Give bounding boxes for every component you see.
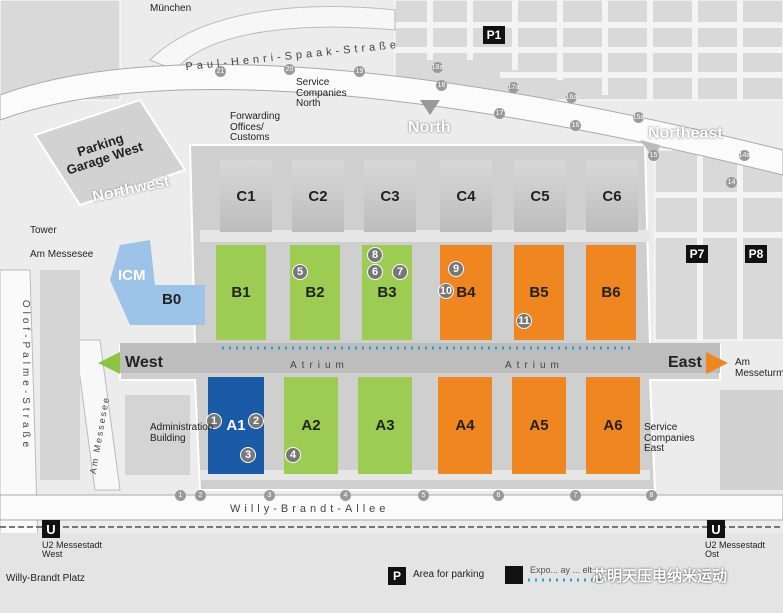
ubahn-east-icon[interactable]: U <box>707 520 725 538</box>
label-am-messesee: Am Messesee <box>30 249 94 260</box>
gate-s7: 7 <box>570 490 581 501</box>
gate-20: 20 <box>284 64 295 75</box>
hall-b0[interactable]: B0 <box>162 291 182 308</box>
hall-b1[interactable]: B1 <box>216 245 266 340</box>
watermark-text: 芯明天压电纳米运动 <box>592 568 728 585</box>
service-companies-east: Service Companies East <box>644 422 695 454</box>
icm-label[interactable]: ICM <box>118 267 146 284</box>
legend-parking-text: Area for parking <box>413 569 485 580</box>
ubahn-west-icon[interactable]: U <box>42 520 60 538</box>
hall-a6[interactable]: A6 <box>586 377 640 474</box>
hall-c4[interactable]: C4 <box>440 160 492 232</box>
gate-17: 17 <box>494 108 505 119</box>
label-willy-brandt-platz: Willy-Brandt Platz <box>6 573 85 584</box>
gate-14a: 14a <box>738 150 751 161</box>
pin-5[interactable]: 5 <box>292 264 308 280</box>
gate-17a: 17a <box>507 82 520 93</box>
gate-14: 14 <box>726 177 737 188</box>
hall-a3[interactable]: A3 <box>358 377 412 474</box>
road-olof-palme: Olof-Palme-Straße <box>20 299 32 452</box>
parking-p7[interactable]: P7 <box>686 245 708 263</box>
administration-building: Administration Building <box>150 422 214 444</box>
pin-10[interactable]: 10 <box>438 283 454 299</box>
legend-expo-text: Expo... ay ... elt <box>530 565 593 575</box>
hall-b6[interactable]: B6 <box>586 245 636 340</box>
hall-c3[interactable]: C3 <box>364 160 416 232</box>
gate-18: 18 <box>436 80 447 91</box>
pin-8[interactable]: 8 <box>367 247 383 263</box>
hall-c2[interactable]: C2 <box>292 160 344 232</box>
label-muenchen: München <box>150 3 192 14</box>
gate-s5: 5 <box>418 490 429 501</box>
legend-parking-icon: P <box>388 567 406 585</box>
gate-s6: 6 <box>493 490 504 501</box>
entrance-west[interactable]: West <box>125 354 163 371</box>
label-am-messeturm: Am Messeturm <box>735 357 783 379</box>
gate-s3: 3 <box>264 490 275 501</box>
forwarding-offices: Forwarding Offices/ Customs <box>230 111 281 143</box>
pin-2[interactable]: 2 <box>248 413 264 429</box>
pin-7[interactable]: 7 <box>392 264 408 280</box>
atrium-label-left: Atrium <box>290 360 349 371</box>
gate-21: 21 <box>215 66 226 77</box>
gate-15: 15 <box>648 150 659 161</box>
hall-a4[interactable]: A4 <box>438 377 492 474</box>
entrance-northeast[interactable]: Northeast <box>648 125 723 142</box>
gate-s8: 8 <box>646 490 657 501</box>
hall-c6[interactable]: C6 <box>586 160 638 232</box>
entrance-north[interactable]: North <box>408 119 451 136</box>
ubahn-east-label: U2 Messestadt Ost <box>705 540 766 560</box>
service-companies-north: Service Companies North <box>296 77 347 109</box>
gate-19: 19 <box>354 66 365 77</box>
gate-s4: 4 <box>340 490 351 501</box>
pin-9[interactable]: 9 <box>448 261 464 277</box>
hall-b2[interactable]: B2 <box>290 245 340 340</box>
gate-s2: 2 <box>195 490 206 501</box>
pin-4[interactable]: 4 <box>285 447 301 463</box>
gate-15a: 15a <box>632 112 645 123</box>
tower-label: Tower <box>30 225 57 236</box>
pin-3[interactable]: 3 <box>240 447 256 463</box>
hall-c1[interactable]: C1 <box>220 160 272 232</box>
pin-1[interactable]: 1 <box>206 413 222 429</box>
hall-c5[interactable]: C5 <box>514 160 566 232</box>
pin-11[interactable]: 11 <box>516 313 532 329</box>
gate-16: 16 <box>570 120 581 131</box>
parking-p1[interactable]: P1 <box>483 26 505 44</box>
road-willy-brandt: Willy-Brandt-Allee <box>230 503 390 515</box>
ubahn-west-label: U2 Messestadt West <box>42 540 103 560</box>
parking-p8[interactable]: P8 <box>745 245 767 263</box>
atrium-label-right: Atrium <box>505 360 564 371</box>
entrance-east[interactable]: East <box>668 354 702 371</box>
gate-16a: 16a <box>565 92 578 103</box>
pin-6[interactable]: 6 <box>367 264 383 280</box>
gate-18a: 18a <box>431 62 444 73</box>
legend-expo-icon <box>505 566 523 584</box>
gate-s1: 1 <box>175 490 186 501</box>
hall-a5[interactable]: A5 <box>512 377 566 474</box>
